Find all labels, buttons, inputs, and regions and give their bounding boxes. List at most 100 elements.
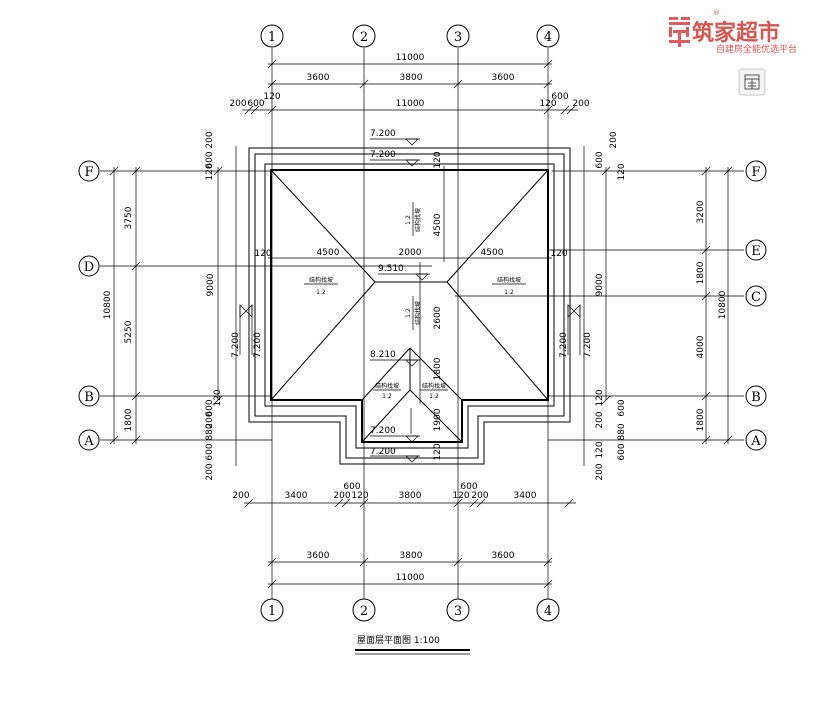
dim-left-small-7: 880 [205, 423, 215, 440]
grid-bubble-row-A-left: A [78, 429, 100, 451]
grid-view-icon[interactable] [738, 68, 766, 96]
grid-bubble-col-4-top: 4 [536, 24, 560, 48]
grid-bubble-col-1-bottom: 1 [260, 598, 284, 622]
svg-text:C: C [751, 290, 761, 305]
dim-right-small-6: 200 [595, 411, 605, 428]
dim-right-small-5: 600 [617, 399, 627, 416]
svg-text:A: A [750, 434, 761, 449]
dim-interior-8: 120 [433, 151, 443, 168]
dim-right-small-9: 200 [595, 463, 605, 480]
dim-left-part-3: 1800 [124, 408, 134, 431]
dim-interior-9: 120 [254, 249, 271, 259]
dim-right-small-2: 600 [595, 151, 605, 168]
dim-bottom-600-a: 600 [343, 482, 360, 492]
dim-interior-4: 4500 [433, 213, 443, 236]
dim-top-left-b: 600 [247, 99, 264, 109]
dim-left-small-5: 120 [213, 389, 223, 406]
brand-registered-mark: ® [713, 9, 720, 17]
grid-bubble-row-D-left: D [78, 255, 100, 277]
dim-top-bay-2: 3800 [400, 73, 423, 83]
slope-ratio-5: 1:2 [382, 393, 392, 400]
svg-text:3: 3 [454, 604, 462, 619]
grid-bubble-col-3-top: 3 [446, 24, 470, 48]
dim-right-outer: 10800 [718, 290, 728, 319]
elevation-ridge: 9.510 [378, 264, 404, 274]
grid-bubble-row-C-right: C [745, 285, 767, 307]
top-dimensions: 11000 3600 3800 3600 11000 200 600 120 1… [229, 53, 590, 115]
dim-left-small-9: 200 [205, 463, 215, 480]
dim-interior-6: 1800 [433, 357, 443, 380]
svg-text:A: A [83, 434, 94, 449]
dim-right-inner: 9000 [595, 273, 605, 296]
dim-top-overall-2: 11000 [396, 99, 425, 109]
dim-top-right-a: 120 [539, 99, 556, 109]
grid-bubble-col-2-top: 2 [352, 24, 376, 48]
dim-right-part-2: 1800 [696, 261, 706, 284]
slope-ratio-3: 1:2 [405, 215, 412, 225]
elevation-markers: 7.200 7.200 9.510 8.210 7.200 7.200 7.20… [231, 129, 593, 463]
slope-annotations: 结构找坡 1:2 结构找坡 1:2 1:2 结构找坡 1:2 结构找坡 结构找坡… [304, 202, 526, 434]
brand-logo: 筑家超市 ® 自建房全能优选平台 [669, 9, 797, 55]
dim-left-small-8: 600 [205, 443, 215, 460]
dim-top-overall: 11000 [396, 53, 425, 63]
dim-bottom-4: 120 [351, 491, 368, 501]
elevation-7: 7.200 [231, 332, 241, 358]
dim-top-left-a: 200 [229, 99, 246, 109]
dim-bottom-overall: 11000 [396, 573, 425, 583]
dim-interior-1: 4500 [317, 248, 340, 258]
dim-interior-2: 2000 [399, 248, 422, 258]
elevation-2: 7.200 [370, 150, 396, 160]
elevation-5: 7.200 [370, 447, 396, 457]
dim-interior-11: 120 [433, 443, 443, 460]
dim-right-small-4: 120 [595, 389, 605, 406]
slope-note-4: 结构找坡 [414, 301, 422, 325]
dim-left-inner: 9000 [206, 273, 216, 296]
dim-right-part-1: 3200 [696, 200, 706, 223]
svg-text:1: 1 [268, 604, 276, 619]
svg-text:2: 2 [360, 30, 368, 45]
roof-outline [248, 147, 571, 465]
left-dimensions: 10800 3750 5250 1800 9000 200 600 120 60… [103, 131, 237, 481]
svg-text:4: 4 [544, 30, 552, 45]
dim-right-small-3: 120 [617, 163, 627, 180]
dim-bottom-bay-1: 3600 [307, 551, 330, 561]
grid-lines [100, 48, 744, 600]
svg-text:1: 1 [268, 30, 276, 45]
dim-interior-5: 2600 [433, 306, 443, 329]
svg-text:E: E [751, 244, 761, 259]
slope-ratio-6: 1:2 [429, 393, 439, 400]
interior-dimensions: 4500 2000 4500 4500 2600 1800 1900 120 1… [254, 151, 567, 460]
dim-bottom-7: 200 [471, 491, 488, 501]
grid-bubble-col-3-bottom: 3 [446, 598, 470, 622]
dim-left-small-1: 200 [205, 131, 215, 148]
dim-interior-3: 4500 [481, 248, 504, 258]
dim-right-part-4: 1800 [696, 408, 706, 431]
elevation-1: 7.200 [370, 129, 396, 139]
dim-left-small-4: 600 [205, 399, 215, 416]
elevation-9: 7.200 [583, 332, 593, 358]
dim-bottom-6: 120 [452, 491, 469, 501]
drawing-title-text: 屋面层平面图 1:100 [357, 635, 440, 646]
slope-ratio-2: 1:2 [504, 289, 514, 296]
grid-bubble-row-F-left: F [78, 160, 100, 182]
slope-note-3: 结构找坡 [414, 208, 422, 232]
dim-right-small-10: 120 [595, 441, 605, 458]
dim-left-part-1: 3750 [124, 206, 134, 229]
dim-right-part-3: 4000 [696, 335, 706, 358]
grid-bubble-col-2-bottom: 2 [352, 598, 376, 622]
elevation-6: 7.200 [253, 332, 263, 358]
svg-text:4: 4 [544, 604, 552, 619]
dim-left-small-2: 600 [205, 151, 215, 168]
dim-bottom-8: 3400 [514, 491, 537, 501]
brand-mark-icon [669, 17, 690, 47]
svg-text:D: D [84, 260, 94, 275]
svg-text:F: F [751, 165, 760, 180]
svg-text:B: B [751, 390, 761, 405]
svg-text:2: 2 [360, 604, 368, 619]
grid-bubble-row-B-right: B [745, 385, 767, 407]
dim-left-outer: 10800 [103, 290, 113, 319]
svg-text:B: B [84, 390, 94, 405]
dim-interior-7: 1900 [433, 408, 443, 431]
dim-bottom-5: 3800 [399, 491, 422, 501]
